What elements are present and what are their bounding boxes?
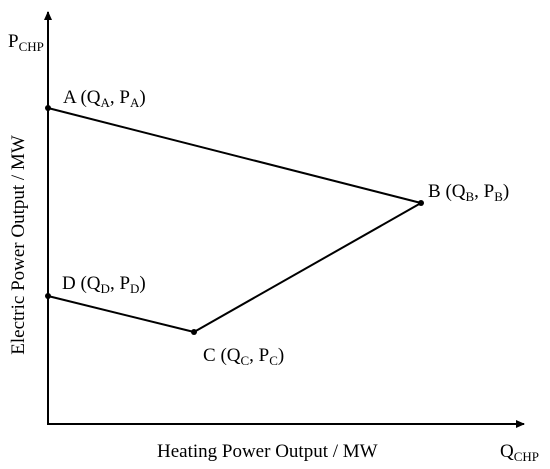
edge-a-b xyxy=(47,107,422,204)
point-d-marker xyxy=(45,293,51,299)
y-axis-symbol: PCHP xyxy=(8,31,44,54)
point-a-marker xyxy=(45,105,51,111)
x-axis-label: Heating Power Output / MW xyxy=(157,441,378,462)
point-b-label: B (QB, PB) xyxy=(428,181,509,204)
x-axis-symbol: QCHP xyxy=(500,441,539,464)
point-b-marker xyxy=(418,200,424,206)
y-axis-label: Electric Power Output / MW xyxy=(8,135,29,355)
point-c-marker xyxy=(191,329,197,335)
point-d-label: D (QD, PD) xyxy=(62,273,146,296)
point-a-label: A (QA, PA) xyxy=(63,87,146,110)
point-c-label: C (QC, PC) xyxy=(203,345,284,368)
edge-b-c xyxy=(193,202,422,333)
edge-c-d xyxy=(47,295,195,333)
